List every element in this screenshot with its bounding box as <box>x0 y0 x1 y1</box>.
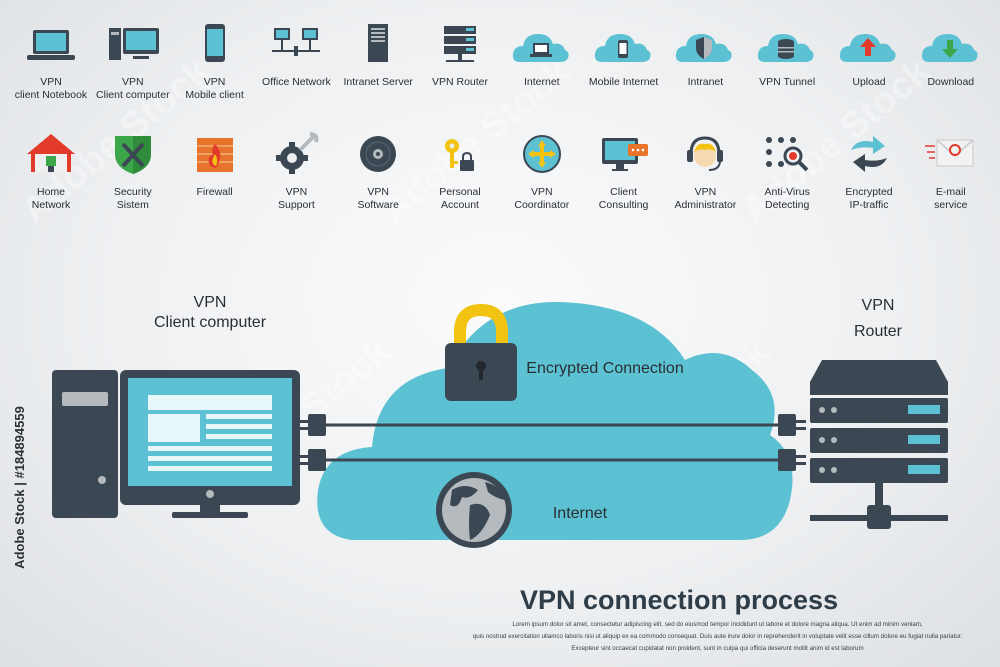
icon-tile-intranet: Intranet <box>660 14 750 89</box>
smartphone-icon <box>204 24 225 62</box>
side-credit: Adobe Stock | #184894559 <box>11 406 27 569</box>
icon-label: Security Sistem <box>113 186 152 211</box>
cloud-shield-icon <box>676 34 732 62</box>
house-icon <box>27 134 75 172</box>
icon-label: Internet <box>523 76 560 88</box>
icon-label: Download <box>927 76 975 88</box>
firewall-icon <box>196 138 233 172</box>
cloud-upload-icon <box>839 34 896 62</box>
icon-tile-vpn-administrator: VPN Administrator <box>660 124 750 212</box>
icon-label: Encrypted IP-traffic <box>845 186 893 211</box>
monitor-chat-icon <box>601 138 648 171</box>
icon-label: Office Network <box>262 76 331 88</box>
page-title: VPN connection process <box>520 585 839 615</box>
icon-label: Client Consulting <box>598 186 649 211</box>
icon-label: VPN Software <box>357 186 399 211</box>
virus-magnifier-icon <box>766 137 809 172</box>
cloud-download-icon <box>921 34 978 62</box>
client-label: VPN Client computer <box>153 294 267 331</box>
icon-label: Personal Account <box>439 186 481 211</box>
icon-tile-office-network: Office Network <box>251 14 341 89</box>
envelope-icon <box>924 139 974 167</box>
icon-label: VPN Tunnel <box>759 76 816 88</box>
icon-label: VPN Coordinator <box>514 186 570 211</box>
plug-icon <box>300 414 326 471</box>
icon-label: VPN Administrator <box>674 186 737 211</box>
padlock-icon <box>445 303 517 401</box>
icon-tile-encrypted-ip-traffic: Encrypted IP-traffic <box>824 124 914 212</box>
globe-icon <box>436 472 512 548</box>
icon-tile-vpn-mobile-client: VPN Mobile client <box>170 14 260 102</box>
icon-tile-vpn-client-computer: VPN Client computer <box>88 14 178 102</box>
icon-label: VPN Client computer <box>96 76 170 101</box>
icon-label: Home Network <box>31 186 71 211</box>
cloud-laptop-icon <box>512 34 569 62</box>
lorem-line-1: Lorem ipsum dolor sit amet, consectetur … <box>512 621 923 628</box>
server-tower-icon <box>368 24 389 62</box>
router-label: VPN Router <box>853 297 903 340</box>
icon-tile-firewall: Firewall <box>170 124 260 199</box>
icon-label: VPN Router <box>431 76 489 88</box>
icon-label: VPN Mobile client <box>185 76 244 101</box>
icon-tile-security-sistem: Security Sistem <box>88 124 178 212</box>
icon-tile-vpn-router: VPN Router <box>415 14 505 89</box>
cloud-phone-icon <box>594 34 651 62</box>
icon-tile-home-network: Home Network <box>6 124 96 212</box>
icon-tile-vpn-coordinator: VPN Coordinator <box>497 124 587 212</box>
client-computer-icon <box>52 370 300 518</box>
icon-label: Upload <box>852 76 886 88</box>
cloud-icon <box>317 301 793 540</box>
shield-swords-icon <box>114 136 151 174</box>
icon-tile-upload: Upload <box>824 14 914 89</box>
icon-label: Anti-Virus Detecting <box>764 186 810 211</box>
icon-label: VPN Support <box>278 186 315 211</box>
icon-tile-vpn-software: VPN Software <box>333 124 423 212</box>
exchange-arrows-icon <box>851 136 887 172</box>
icon-tile-personal-account: Personal Account <box>415 124 505 212</box>
cloud-database-icon <box>758 34 814 62</box>
icon-label: Mobile Internet <box>588 76 659 88</box>
icon-tile-vpn-tunnel: VPN Tunnel <box>742 14 832 89</box>
disc-icon <box>360 136 397 172</box>
icon-label: E-mail service <box>934 186 968 211</box>
plug-icon <box>778 414 806 471</box>
office-network-icon <box>272 28 321 56</box>
icon-tile-download: Download <box>906 14 996 89</box>
headset-person-icon <box>687 136 724 171</box>
icon-label: Firewall <box>196 186 233 198</box>
lorem-line-2: quis nostrud exercitation ullamco labori… <box>472 633 963 640</box>
coordinator-arrows-icon <box>522 135 561 173</box>
icon-label: Intranet Server <box>343 76 413 88</box>
notebook-icon <box>27 30 75 60</box>
icon-tile-vpn-support: VPN Support <box>251 124 341 212</box>
icon-tile-vpn-client-notebook: VPN client Notebook <box>6 14 96 102</box>
rack-router-icon <box>444 26 476 62</box>
icon-tile-mobile-internet: Mobile Internet <box>579 14 669 89</box>
icon-tile-email-service: E-mail service <box>906 124 996 212</box>
icon-tile-anti-virus-detecting: Anti-Virus Detecting <box>742 124 832 212</box>
desktop-computer-icon <box>108 28 159 60</box>
icon-label: VPN client Notebook <box>14 76 88 101</box>
lorem-line-3: Excepteur sint occaecat cupidatat non pr… <box>571 645 864 652</box>
gear-wrench-icon <box>276 132 319 174</box>
icon-tile-intranet-server: Intranet Server <box>333 14 423 89</box>
router-icon <box>810 360 948 529</box>
key-lock-icon <box>445 139 474 171</box>
internet-label: Internet <box>552 505 608 522</box>
encrypted-connection-label: Encrypted Connection <box>526 360 684 377</box>
cable-lines <box>325 423 780 462</box>
icon-tile-client-consulting: Client Consulting <box>579 124 669 212</box>
icon-label: Intranet <box>687 76 724 88</box>
icon-tile-internet: Internet <box>497 14 587 89</box>
